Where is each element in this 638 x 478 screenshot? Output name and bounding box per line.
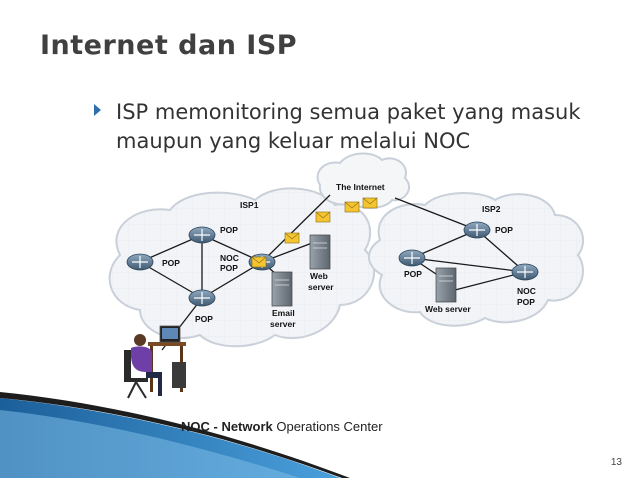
envelope-icons [251,197,378,268]
email-server-icon [271,271,293,307]
isp1-cloud [108,187,376,348]
router-isp2-pop-left [398,249,426,267]
email-server-label-line1: Email [272,308,295,318]
isp1-noc-label-line2: POP [220,263,238,273]
isp2-pop-left-label: POP [404,269,422,279]
web-server-label-line1: Web [310,271,328,281]
isp1-pop-left-label: POP [162,258,180,268]
bullet-item: ISP memonitoring semua paket yang masuk … [94,98,624,156]
bullet-text: ISP memonitoring semua paket yang masuk … [116,100,581,153]
web-server-isp1-icon [309,234,331,270]
router-isp2-noc [511,263,539,281]
technician-workstation-icon [124,325,186,399]
router-isp1-pop-top [188,226,216,244]
isp1-noc-label-line1: NOC [220,253,239,263]
envelope-icon [251,256,267,268]
envelope-icon [362,197,378,209]
email-server-label-line2: server [270,319,296,329]
envelope-icon [315,211,331,223]
page-number: 13 [610,457,622,468]
router-isp2-pop-top [463,221,491,239]
slide-title: Internet dan ISP [40,30,298,61]
router-isp1-pop-left [126,253,154,271]
caption-rest: Operations Center [272,419,383,434]
router-isp1-pop-bottom [188,289,216,307]
isp1-pop-bottom-label: POP [195,314,213,324]
isp1-label: ISP1 [240,200,259,210]
envelope-icon [344,201,360,213]
envelope-icon [284,232,300,244]
corner-decoration [0,392,350,478]
web-server-label-line2: server [308,282,334,292]
isp2-web-server-label: Web server [425,304,471,314]
isp2-noc-label-line2: POP [517,297,535,307]
isp1-pop-top-label: POP [220,225,238,235]
caption-bold: NOC - Network [181,419,273,434]
isp2-noc-label-line1: NOC [517,286,536,296]
isp2-cloud [368,192,584,327]
bullet-arrow-icon [94,104,101,116]
web-server-isp2-icon [435,267,457,303]
isp2-label: ISP2 [482,204,501,214]
isp2-pop-top-label: POP [495,225,513,235]
caption: NOC - Network Operations Center [181,419,383,434]
internet-label: The Internet [336,182,385,192]
